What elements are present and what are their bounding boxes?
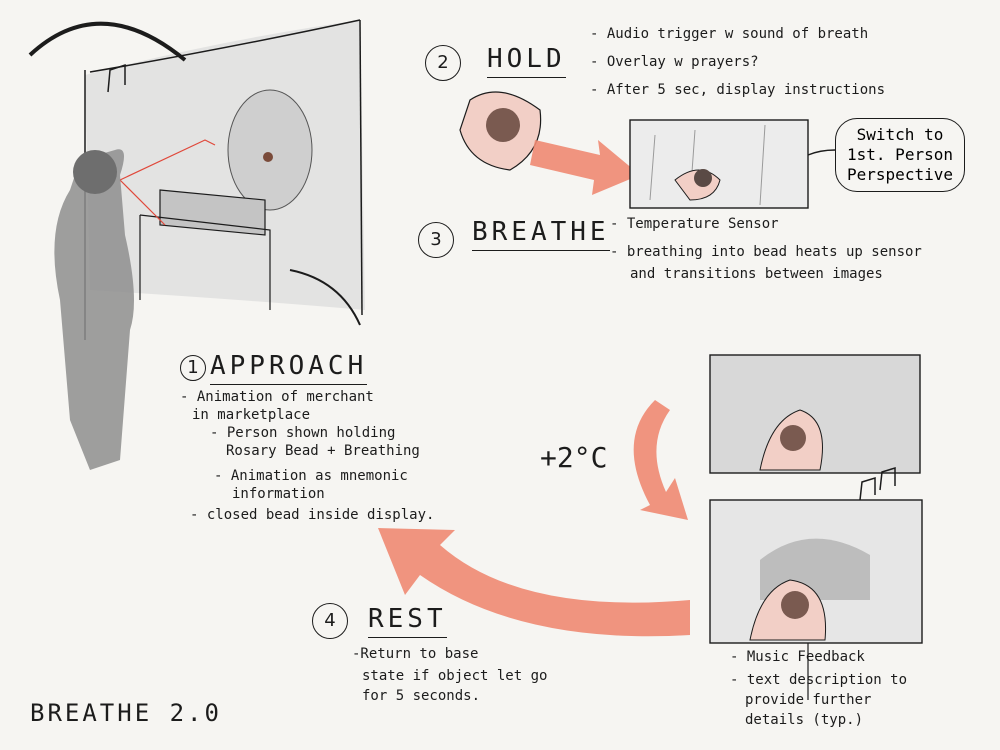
step-3-number: 3 <box>418 222 454 258</box>
step-2-note: - Audio trigger w sound of breath <box>590 26 869 42</box>
first-person-frame <box>629 119 809 209</box>
installation-scene <box>28 19 365 471</box>
step-3-note: - breathing into bead heats up sensor <box>610 244 922 260</box>
step-4-heading: REST <box>368 604 447 638</box>
step-1-note: - Animation of merchant <box>180 389 374 405</box>
rest-arrow <box>378 528 690 637</box>
step-1-note: Rosary Bead + Breathing <box>226 443 420 459</box>
step-1-heading: APPROACH <box>210 351 368 385</box>
step-3-heading: BREATHE <box>472 217 610 251</box>
sketch-title: BREATHE 2.0 <box>30 699 222 727</box>
state-frames <box>709 354 923 644</box>
step-4-number: 4 <box>312 603 348 639</box>
step-1-number: 1 <box>180 355 206 381</box>
feedback-note: details (typ.) <box>745 712 864 728</box>
step-1-note: - closed bead inside display. <box>190 507 435 523</box>
step-1-note: information <box>232 486 325 502</box>
step-3-note: - Temperature Sensor <box>610 216 779 232</box>
step-3-note: and transitions between images <box>630 266 883 282</box>
breathe-arrow <box>633 400 688 520</box>
step-4-note: state if object let go <box>362 668 548 684</box>
step-1-note: - Person shown holding <box>210 425 396 441</box>
step-4-note: for 5 seconds. <box>362 688 481 704</box>
hold-illustration <box>459 91 640 195</box>
step-1-note: - Animation as mnemonic <box>214 468 408 484</box>
step-4-note: -Return to base <box>352 646 479 662</box>
step-1-note: in marketplace <box>192 407 311 423</box>
step-2-note: - Overlay w prayers? <box>590 54 759 70</box>
step-2-heading: HOLD <box>487 44 566 78</box>
perspective-callout: Switch to 1st. Person Perspective <box>835 118 965 192</box>
feedback-note: - text description to <box>730 672 908 688</box>
feedback-note: - Music Feedback <box>730 649 865 665</box>
temperature-label: +2°C <box>540 441 608 474</box>
feedback-note: provide further <box>745 692 872 708</box>
step-2-note: - After 5 sec, display instructions <box>590 82 886 98</box>
step-2-number: 2 <box>425 45 461 81</box>
